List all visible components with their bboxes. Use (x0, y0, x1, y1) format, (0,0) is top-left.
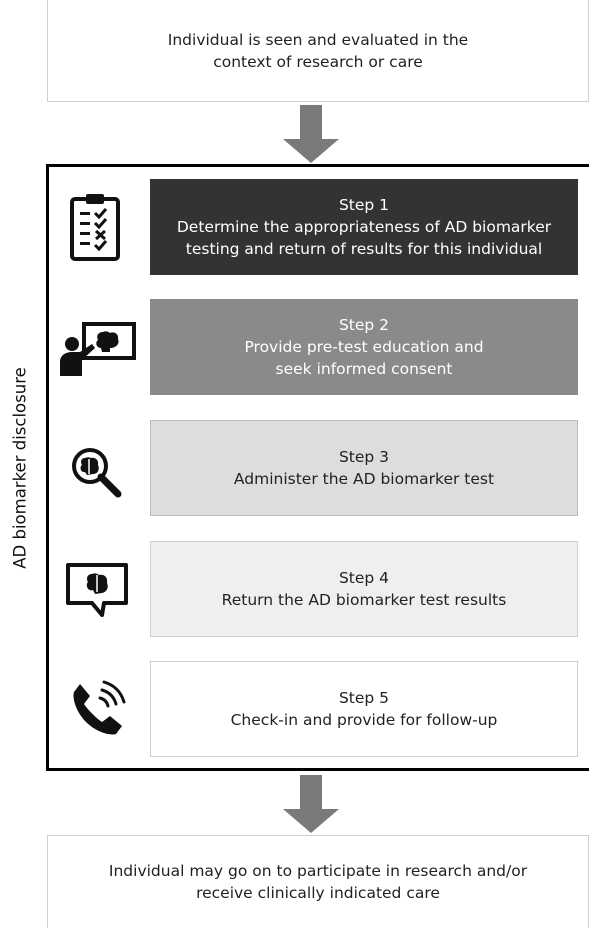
step-4-line1: Return the AD biomarker test results (221, 591, 507, 609)
step-2-title: Step 2 (338, 316, 390, 334)
step-1-title: Step 1 (338, 196, 390, 214)
step-5-box: Step 5 Check-in and provide for follow-u… (150, 661, 578, 757)
side-label-text: AD biomarker disclosure (10, 367, 30, 569)
clipboard-checklist-icon (70, 194, 120, 261)
intake-text-line2: context of research or care (213, 52, 423, 71)
step-1-line1: Determine the appropriateness of AD biom… (176, 218, 552, 236)
step-5-title: Step 5 (338, 689, 390, 707)
step-3-box: Step 3 Administer the AD biomarker test (150, 420, 578, 516)
intake-box: Individual is seen and evaluated in the … (47, 0, 589, 102)
step-4-box: Step 4 Return the AD biomarker test resu… (150, 541, 578, 637)
step-2-line1: Provide pre-test education and (244, 338, 484, 356)
step-4-title: Step 4 (338, 569, 390, 587)
step-2-line2: seek informed consent (275, 360, 453, 378)
outcome-text-line2: receive clinically indicated care (196, 884, 440, 902)
step-1-line2: testing and return of results for this i… (185, 240, 543, 258)
outcome-box: Individual may go on to participate in r… (47, 835, 589, 928)
step-2-box: Step 2 Provide pre-test education and se… (150, 299, 578, 395)
magnifier-brain-icon (72, 448, 122, 498)
step-3-title: Step 3 (338, 448, 390, 466)
step-5-line1: Check-in and provide for follow-up (230, 711, 498, 729)
intake-text-line1: Individual is seen and evaluated in the (167, 30, 469, 49)
phone-call-icon (73, 680, 126, 735)
down-arrow-icon (283, 105, 339, 163)
outcome-text-line1: Individual may go on to participate in r… (108, 862, 528, 880)
step-1-box: Step 1 Determine the appropriateness of … (150, 179, 578, 275)
disclosure-frame (46, 164, 589, 771)
down-arrow-icon (283, 775, 339, 833)
presenter-brain-board-icon (60, 322, 136, 376)
speech-bubble-brain-icon (66, 563, 128, 617)
step-3-line1: Administer the AD biomarker test (233, 470, 495, 488)
